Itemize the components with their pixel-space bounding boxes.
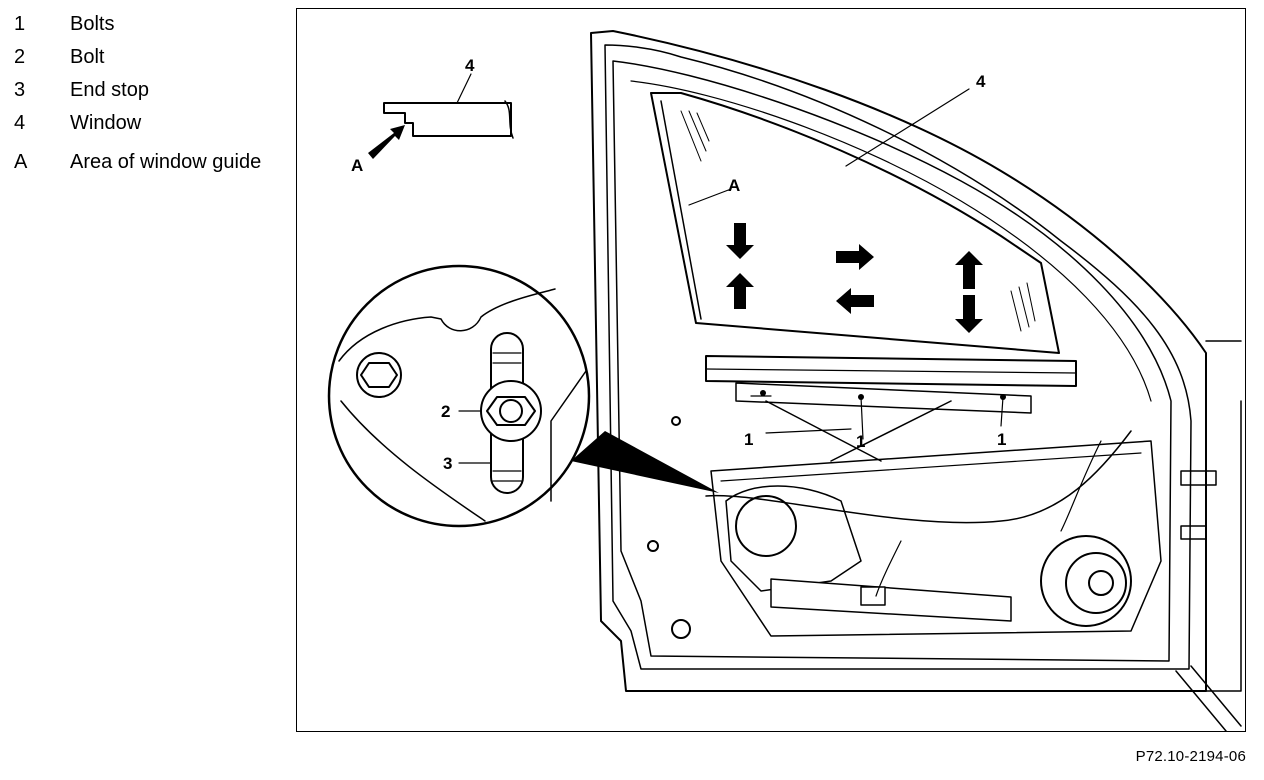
mount-hole (671, 416, 681, 426)
regulator-arm-2 (830, 400, 952, 462)
arrow-right-icon (836, 244, 874, 270)
magnifier-pointer (571, 431, 719, 493)
illustration-frame: 4 A 4 A 1 1 1 2 3 (296, 8, 1246, 732)
arrow-down-icon (955, 295, 983, 333)
legend-text: Window (70, 112, 142, 134)
legend-text: Bolts (70, 13, 115, 35)
window-reflection-2 (1010, 282, 1036, 332)
callout-end-stop: 3 (443, 454, 452, 473)
inner-panel (710, 440, 1162, 637)
legend-text: Area of window guide (70, 151, 262, 173)
window-guide-leader (688, 188, 732, 206)
mount-hole (647, 540, 659, 552)
hinge-right-lower (1180, 525, 1207, 540)
window-profile-break (504, 100, 514, 139)
door-frame-inner-1 (604, 44, 1192, 670)
bolt-marker (858, 394, 864, 400)
speaker-outer (1040, 535, 1132, 627)
callout-window: 4 (976, 72, 986, 91)
speaker-middle (1065, 552, 1127, 614)
window-profile-inset (383, 102, 512, 137)
mount-hole (671, 619, 691, 639)
bolt-marker (1000, 394, 1006, 400)
legend-text: End stop (70, 79, 149, 101)
door-frame-inner-3 (630, 80, 1152, 402)
wiring-harness-2 (875, 540, 902, 597)
callout-bolts-left: 1 (744, 430, 753, 449)
wiring-harness (705, 430, 1132, 524)
regulator-rail (735, 382, 1032, 414)
door-frame-inner-2 (612, 60, 1172, 662)
body-pillar (1200, 340, 1242, 692)
figure-id: P72.10-2194-06 (1135, 748, 1246, 765)
inner-panel-edge (720, 452, 1142, 482)
legend-text: Bolt (70, 46, 105, 68)
legend-key: 4 (14, 112, 26, 134)
arrow-right-icon (368, 125, 405, 159)
detail-panel-lower (340, 400, 486, 522)
arrow-down-icon (726, 223, 754, 259)
hinge-right-upper (1180, 470, 1217, 486)
regulator-arm-1 (765, 400, 882, 462)
detail-guide-edge (550, 370, 587, 502)
callout-bolt: 2 (441, 402, 450, 421)
movement-arrows (726, 223, 983, 333)
detail-nut-hex (360, 362, 398, 388)
detail-bolt-hex (486, 396, 536, 426)
detail-slot-lines (492, 352, 522, 482)
detail-bolt-center (499, 399, 523, 423)
detail-circle (327, 264, 591, 528)
window-leader (845, 88, 970, 167)
motor-hub (735, 495, 797, 557)
window-glass (650, 92, 1060, 354)
wiring-harness-3 (1060, 440, 1102, 532)
arrow-left-icon (836, 288, 874, 314)
sill (1175, 665, 1242, 731)
arrow-up-icon (955, 251, 983, 289)
window-reflection-1 (680, 110, 710, 162)
callout-window-guide-inset: A (351, 156, 363, 175)
bolt-marker (760, 390, 766, 396)
detail-nut-outer (356, 352, 402, 398)
detail-panel-edge (338, 288, 556, 362)
legend-key: 3 (14, 79, 26, 101)
callout-bolts-center: 1 (856, 432, 865, 451)
legend-key: A (14, 151, 28, 173)
callout-window-guide: A (728, 176, 740, 195)
window-rail-edge (705, 368, 1077, 374)
legend-key: 2 (14, 46, 26, 68)
window-guide-line (660, 100, 702, 320)
speaker-center (1088, 570, 1114, 596)
door-diagram: 4 A 4 A 1 1 1 2 3 (327, 30, 1242, 731)
inset-window-leader (456, 73, 472, 104)
drive-unit (770, 578, 1012, 622)
legend-key: 1 (14, 13, 26, 35)
arrow-up-icon (726, 273, 754, 309)
door-outer-frame (590, 30, 1207, 692)
callout-window-inset: 4 (465, 56, 475, 75)
callout-bolts-right: 1 (997, 430, 1006, 449)
drive-connector (860, 586, 886, 606)
bolts-leader (750, 395, 1004, 440)
